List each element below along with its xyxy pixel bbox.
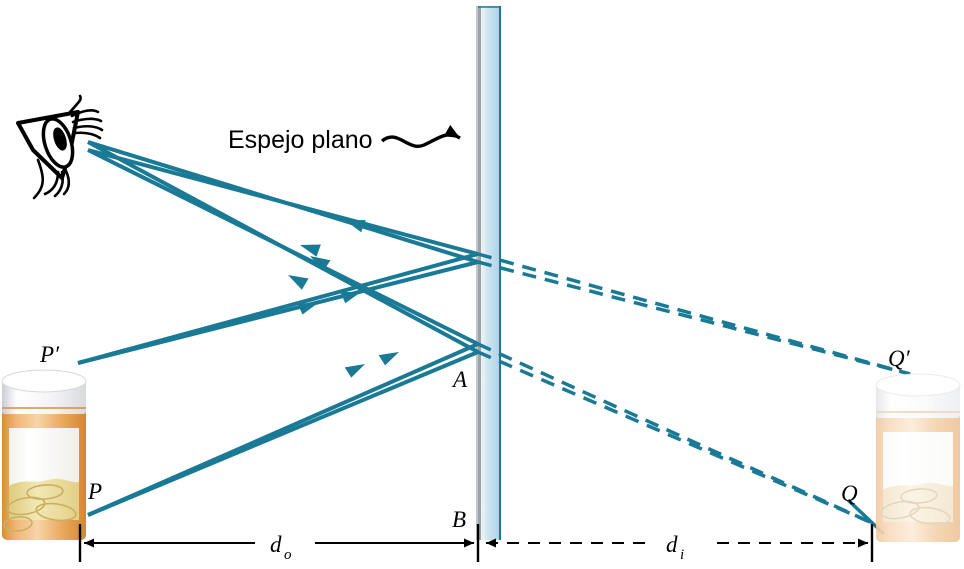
eyelash-icon xyxy=(43,170,60,196)
bottle-cap-top xyxy=(1,369,87,393)
virtual-ray-to-Qprime-2 xyxy=(477,252,911,376)
label-A: A xyxy=(451,367,468,392)
reflected-rays xyxy=(87,140,479,354)
label-B: B xyxy=(452,507,466,532)
eyelash-icon xyxy=(62,169,71,196)
arrowhead-icon xyxy=(345,220,366,233)
reflected-ray-arrowheads xyxy=(288,220,366,290)
label-P: P xyxy=(87,479,102,504)
label-Q-prime: Q′ xyxy=(888,346,911,371)
label-object-distance-sub: o xyxy=(284,547,292,563)
label-Q: Q xyxy=(841,481,858,506)
pill-bottle-icon xyxy=(1,369,87,540)
virtual-ray-to-Q-2 xyxy=(477,342,871,524)
image-bottle-cap-top xyxy=(875,373,961,397)
eyelash-icon xyxy=(53,170,65,198)
eyelash-icon xyxy=(72,124,104,132)
eye-pupil xyxy=(53,127,67,151)
pill-outlines xyxy=(3,484,77,532)
dimension-lines xyxy=(78,524,874,562)
pill-icon xyxy=(880,500,920,520)
wavy-arrow-icon xyxy=(380,124,461,148)
eyelash-lower-group xyxy=(32,158,71,200)
arrowhead-icon xyxy=(344,364,365,378)
pill-icon xyxy=(35,502,77,522)
eyelash-icon xyxy=(73,131,102,140)
ray-A-to-eye-4 xyxy=(87,148,479,346)
image-distance-label-bg xyxy=(650,528,708,558)
eyelash-icon xyxy=(68,94,82,114)
pill-bottle-virtual-icon xyxy=(875,373,961,542)
plane-mirror xyxy=(476,6,501,540)
virtual-ray-to-Q-1 xyxy=(477,350,871,524)
arrowhead-icon xyxy=(340,292,361,304)
eyelash-icon xyxy=(70,109,100,118)
ray-A-to-eye-2 xyxy=(87,148,479,256)
incident-rays xyxy=(77,252,479,517)
object-distance-label-bg xyxy=(255,528,315,558)
ray-Pprime-to-A-2 xyxy=(77,252,479,365)
pill-icon xyxy=(900,488,938,504)
mirror-caption: Espejo plano xyxy=(228,126,373,154)
image-pill-outlines xyxy=(880,488,951,526)
arrowhead-icon xyxy=(378,352,399,366)
label-image-distance: d xyxy=(666,532,678,557)
eyelash-icon xyxy=(32,158,45,200)
eyelash-icon xyxy=(71,117,103,124)
mirror-glass xyxy=(478,6,500,540)
eyelash-upper-group xyxy=(68,94,104,140)
ray-P-to-A-2 xyxy=(87,342,479,517)
eye-icon xyxy=(16,94,104,200)
arrowhead-icon xyxy=(310,256,331,272)
label-object-distance: d xyxy=(270,532,282,557)
arrowhead-icon xyxy=(300,244,321,257)
pill-icon xyxy=(909,506,951,526)
virtual-ray-extensions xyxy=(477,252,911,524)
pill-icon xyxy=(26,484,64,500)
pill-icon xyxy=(3,516,33,532)
label-P-prime: P′ xyxy=(39,342,60,367)
arrowhead-icon xyxy=(297,303,318,315)
label-image-distance-sub: i xyxy=(680,547,684,563)
pill-icon xyxy=(6,496,46,516)
arrowhead-icon xyxy=(288,275,309,290)
incident-ray-arrowheads xyxy=(297,292,399,378)
